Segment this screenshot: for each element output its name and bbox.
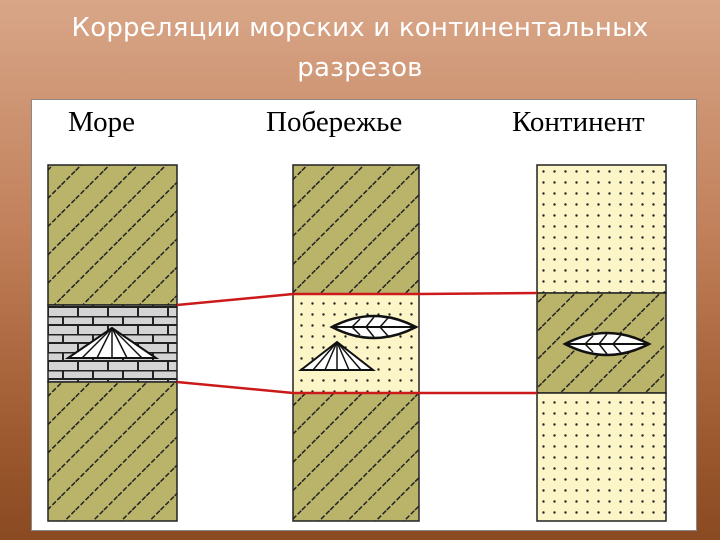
column-sea [48, 165, 177, 521]
title-line-2: разрезов [0, 48, 720, 88]
column-continent [537, 165, 666, 521]
coast-layer-bottom [293, 393, 419, 521]
column-coast [293, 165, 419, 521]
diagram-panel: Море Побережье Континент [31, 99, 697, 531]
sea-layer-top [48, 165, 177, 305]
sea-layer-bottom [48, 382, 177, 521]
correlation-diagram [32, 100, 696, 530]
coast-layer-top [293, 165, 419, 294]
title-line-1: Корреляции морских и континентальных [0, 8, 720, 48]
continent-layer-bottom [537, 393, 666, 521]
slide-title: Корреляции морских и континентальных раз… [0, 8, 720, 88]
coast-layer-sand [293, 294, 419, 393]
continent-layer-top [537, 165, 666, 293]
